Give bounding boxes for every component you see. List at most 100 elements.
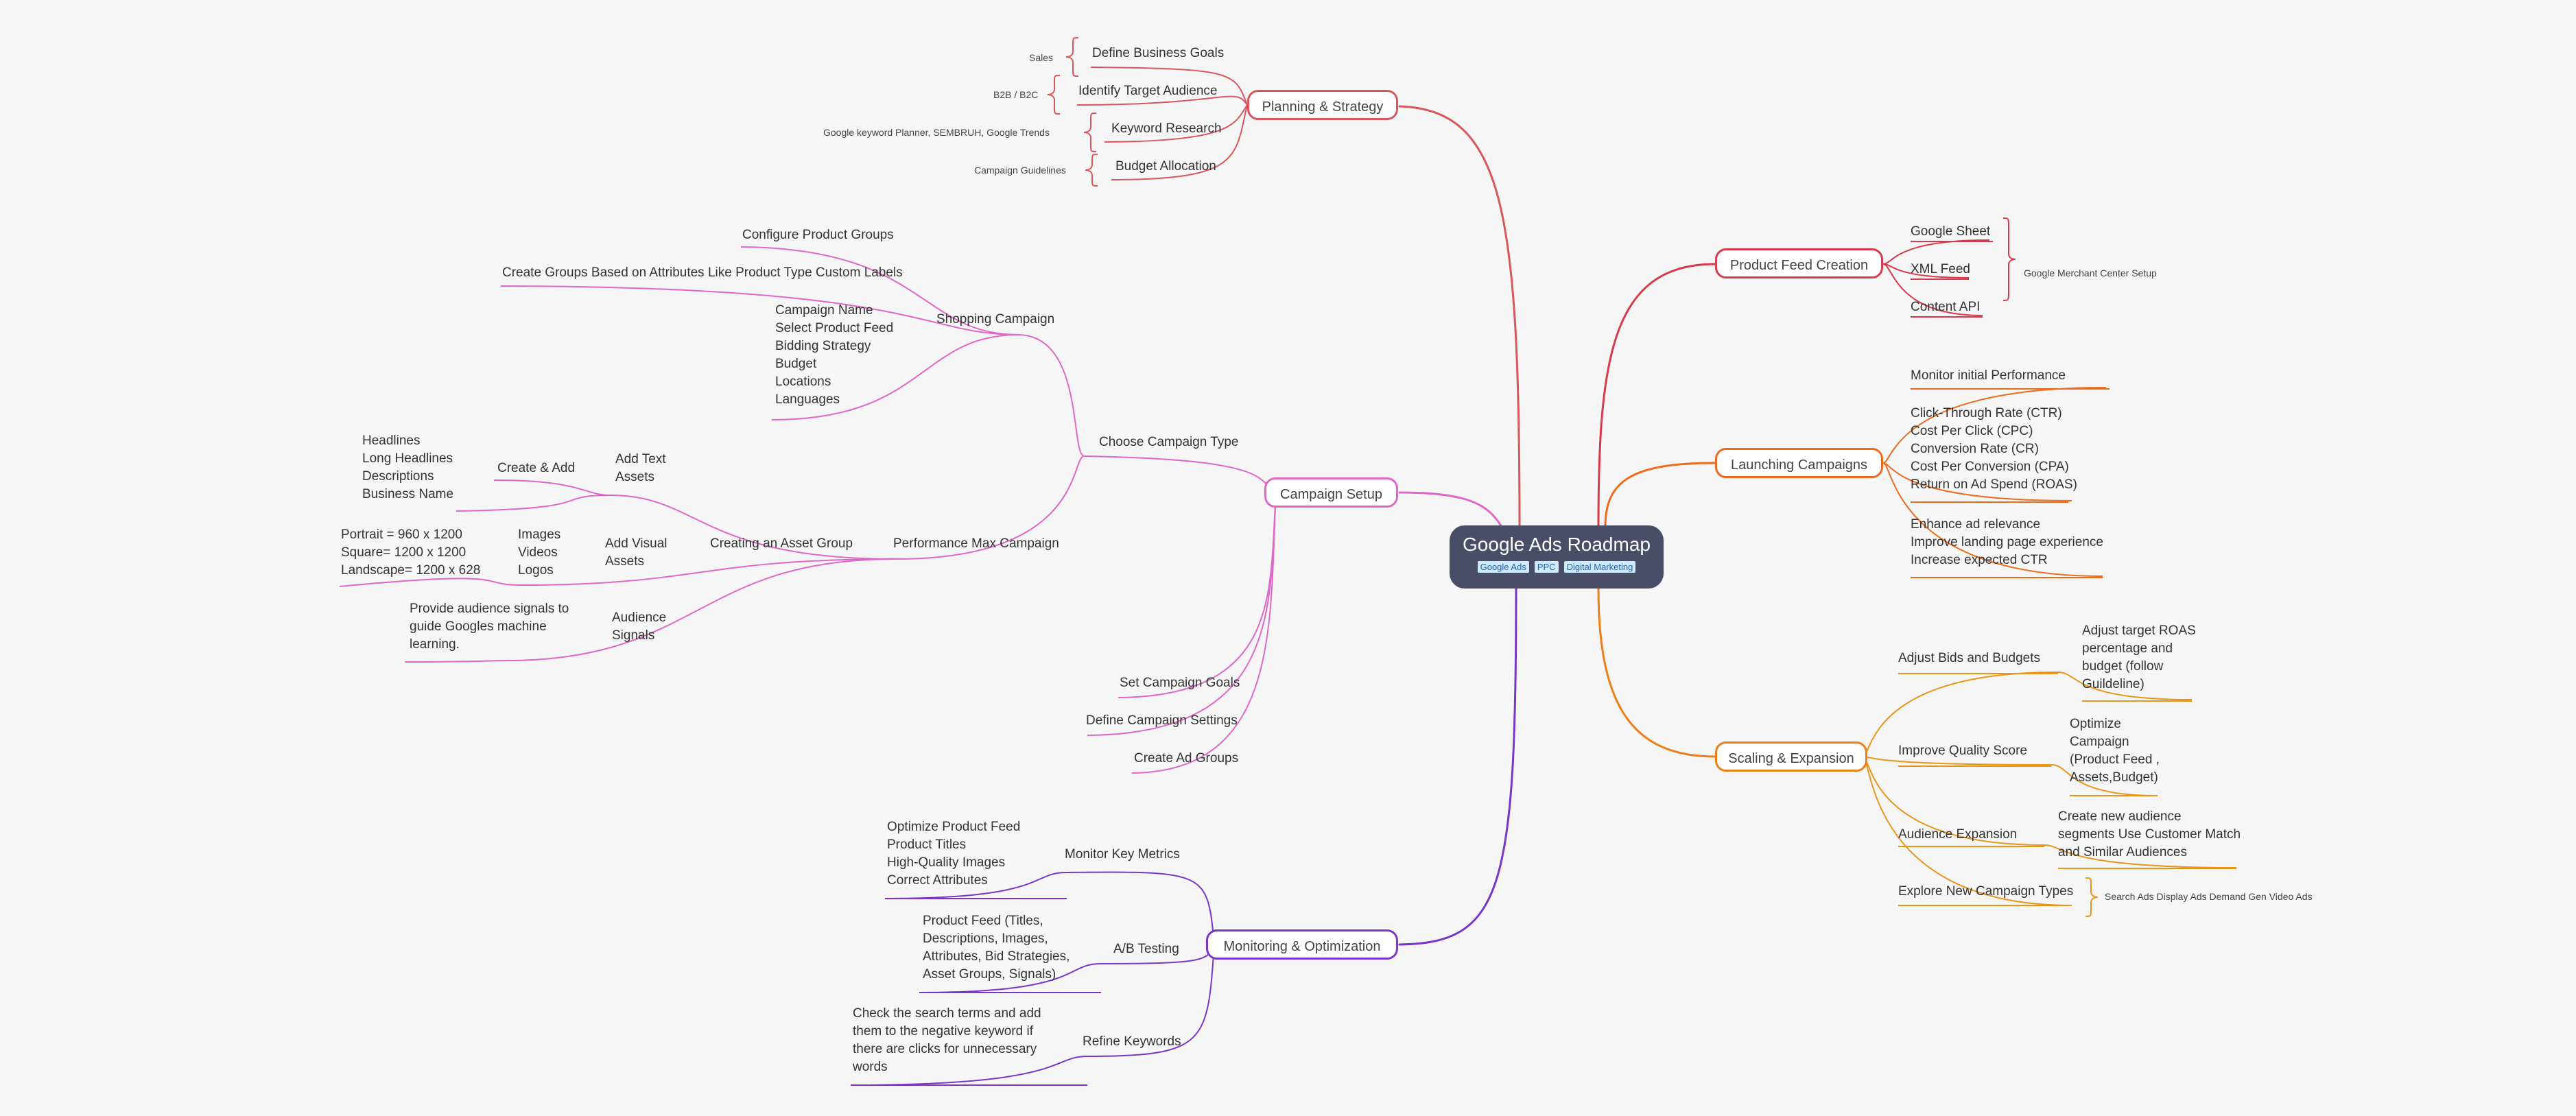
add-visual-assets-line2: Assets: [605, 554, 645, 569]
refine-keywords[interactable]: Refine Keywords: [1083, 1034, 1181, 1049]
setting-locations: Locations: [775, 375, 831, 389]
launching-campaigns-node[interactable]: Launching Campaigns: [1715, 448, 1883, 478]
item-headlines: Headlines: [362, 434, 421, 448]
audience-expansion-items: Create new audience segments Use Custome…: [2058, 808, 2241, 862]
bids-line2: percentage and: [2082, 641, 2173, 656]
choose-campaign-type[interactable]: Choose Campaign Type: [1099, 435, 1239, 449]
quality-line3: (Product Feed ,: [2070, 752, 2160, 767]
adjust-bids-items: Adjust target ROAS percentage and budget…: [2082, 622, 2196, 693]
metric-cr: Conversion Rate (CR): [1911, 442, 2039, 456]
audience-signals-line1: Audience: [612, 610, 667, 625]
setting-budget: Budget: [775, 357, 817, 371]
create-and-add[interactable]: Create & Add: [497, 461, 576, 475]
audience-note-line2: guide Googles machine: [410, 619, 547, 634]
product-feed-creation-node[interactable]: Product Feed Creation: [1715, 248, 1883, 278]
define-campaign-settings[interactable]: Define Campaign Settings: [1086, 713, 1238, 728]
kw-line2: them to the negative keyword if: [853, 1024, 1033, 1038]
tag-digital-marketing[interactable]: Digital Marketing: [1563, 561, 1636, 573]
size-landscape: Landscape= 1200 x 628: [341, 563, 481, 578]
tag-google-ads[interactable]: Google Ads: [1477, 561, 1529, 573]
type-logos: Logos: [518, 563, 554, 578]
create-ad-groups[interactable]: Create Ad Groups: [1134, 751, 1239, 765]
note-merchant-center: Google Merchant Center Setup: [2024, 268, 2157, 278]
ab-line4: Asset Groups, Signals): [923, 967, 1056, 982]
xml-feed[interactable]: XML Feed: [1911, 262, 1970, 276]
creating-asset-group[interactable]: Creating an Asset Group: [710, 536, 853, 551]
google-sheet[interactable]: Google Sheet: [1911, 224, 1991, 239]
ab-line3: Attributes, Bid Strategies,: [923, 949, 1070, 964]
aud-line3: and Similar Audiences: [2058, 845, 2187, 859]
note-keyword-tools: Google keyword Planner, SEMBRUH, Google …: [823, 127, 1050, 138]
metric-cpc: Cost Per Click (CPC): [1911, 424, 2033, 438]
improve-landing-page: Improve landing page experience: [1911, 535, 2103, 549]
budget-allocation[interactable]: Budget Allocation: [1115, 159, 1216, 174]
campaign-setup-node[interactable]: Campaign Setup: [1264, 477, 1398, 508]
identify-target-audience[interactable]: Identify Target Audience: [1078, 84, 1218, 98]
text-asset-items: Headlines Long Headlines Descriptions Bu…: [362, 432, 453, 503]
bids-line3: budget (follow: [2082, 659, 2164, 674]
type-videos: Videos: [518, 545, 558, 560]
quality-line2: Campaign: [2070, 735, 2129, 749]
audience-note-line1: Provide audience signals to: [410, 602, 569, 616]
note-campaign-guidelines: Campaign Guidelines: [974, 165, 1066, 176]
root-tags: Google Ads PPC Digital Marketing: [1450, 561, 1664, 573]
visual-asset-types: Images Videos Logos: [518, 526, 560, 580]
kw-line4: words: [853, 1060, 888, 1074]
shopping-settings: Campaign Name Select Product Feed Biddin…: [775, 302, 893, 409]
item-descriptions: Descriptions: [362, 469, 434, 484]
item-long-headlines: Long Headlines: [362, 451, 453, 466]
add-visual-assets[interactable]: Add Visual Assets: [605, 535, 667, 571]
performance-max-campaign[interactable]: Performance Max Campaign: [893, 536, 1059, 551]
root-node[interactable]: Google Ads Roadmap Google Ads PPC Digita…: [1450, 525, 1664, 589]
visual-asset-sizes: Portrait = 960 x 1200 Square= 1200 x 120…: [341, 526, 480, 580]
content-api[interactable]: Content API: [1911, 300, 1981, 314]
keyword-research[interactable]: Keyword Research: [1111, 121, 1222, 136]
audience-signals-note: Provide audience signals to guide Google…: [410, 600, 569, 654]
shopping-campaign[interactable]: Shopping Campaign: [936, 312, 1055, 327]
explore-new-campaign-types[interactable]: Explore New Campaign Types: [1898, 884, 2074, 899]
configure-product-groups[interactable]: Configure Product Groups: [742, 228, 894, 242]
planning-strategy-node[interactable]: Planning & Strategy: [1247, 90, 1398, 120]
ab-testing[interactable]: A/B Testing: [1113, 942, 1179, 956]
audience-signals[interactable]: Audience Signals: [612, 609, 666, 645]
ab-testing-items: Product Feed (Titles, Descriptions, Imag…: [923, 912, 1070, 984]
create-groups-attributes[interactable]: Create Groups Based on Attributes Like P…: [502, 265, 903, 280]
size-portrait: Portrait = 960 x 1200: [341, 527, 462, 542]
tag-ppc[interactable]: PPC: [1534, 561, 1559, 573]
ab-line1: Product Feed (Titles,: [923, 914, 1043, 928]
high-quality-images: High-Quality Images: [887, 855, 1006, 870]
kw-line1: Check the search terms and add: [853, 1006, 1041, 1021]
add-text-assets-line2: Assets: [615, 470, 655, 484]
note-sales: Sales: [1029, 52, 1054, 63]
size-square: Square= 1200 x 1200: [341, 545, 466, 560]
adjust-bids-budgets[interactable]: Adjust Bids and Budgets: [1898, 651, 2041, 665]
define-business-goals[interactable]: Define Business Goals: [1092, 46, 1225, 60]
kw-line3: there are clicks for unnecessary: [853, 1042, 1037, 1056]
improve-quality-score[interactable]: Improve Quality Score: [1898, 744, 2027, 758]
type-images: Images: [518, 527, 561, 542]
monitor-metrics-items: Optimize Product Feed Product Titles Hig…: [887, 818, 1020, 890]
add-text-assets[interactable]: Add Text Assets: [615, 451, 666, 486]
monitoring-optimization-node[interactable]: Monitoring & Optimization: [1206, 929, 1398, 960]
note-campaign-types: Search Ads Display Ads Demand Gen Video …: [2105, 891, 2313, 902]
audience-expansion[interactable]: Audience Expansion: [1898, 827, 2018, 842]
launch-metrics[interactable]: Click-Through Rate (CTR) Cost Per Click …: [1911, 405, 2077, 494]
set-campaign-goals[interactable]: Set Campaign Goals: [1120, 676, 1240, 690]
quality-line4: Assets,Budget): [2070, 770, 2158, 785]
monitor-initial-performance[interactable]: Monitor initial Performance: [1911, 368, 2066, 383]
scaling-expansion-node[interactable]: Scaling & Expansion: [1715, 741, 1867, 772]
setting-select-product-feed: Select Product Feed: [775, 321, 894, 335]
monitor-key-metrics[interactable]: Monitor Key Metrics: [1065, 847, 1180, 862]
audience-note-line3: learning.: [410, 637, 460, 652]
setting-languages: Languages: [775, 392, 840, 407]
launch-improvements[interactable]: Enhance ad relevance Improve landing pag…: [1911, 516, 2103, 569]
aud-line1: Create new audience: [2058, 809, 2182, 824]
quality-line1: Optimize: [2070, 717, 2121, 731]
product-titles: Product Titles: [887, 838, 967, 852]
increase-expected-ctr: Increase expected CTR: [1911, 553, 2048, 567]
metric-cpa: Cost Per Conversion (CPA): [1911, 460, 2069, 474]
bids-line4: Guildeline): [2082, 677, 2144, 691]
bids-line1: Adjust target ROAS: [2082, 624, 2196, 638]
note-b2b-b2c: B2B / B2C: [993, 89, 1039, 100]
